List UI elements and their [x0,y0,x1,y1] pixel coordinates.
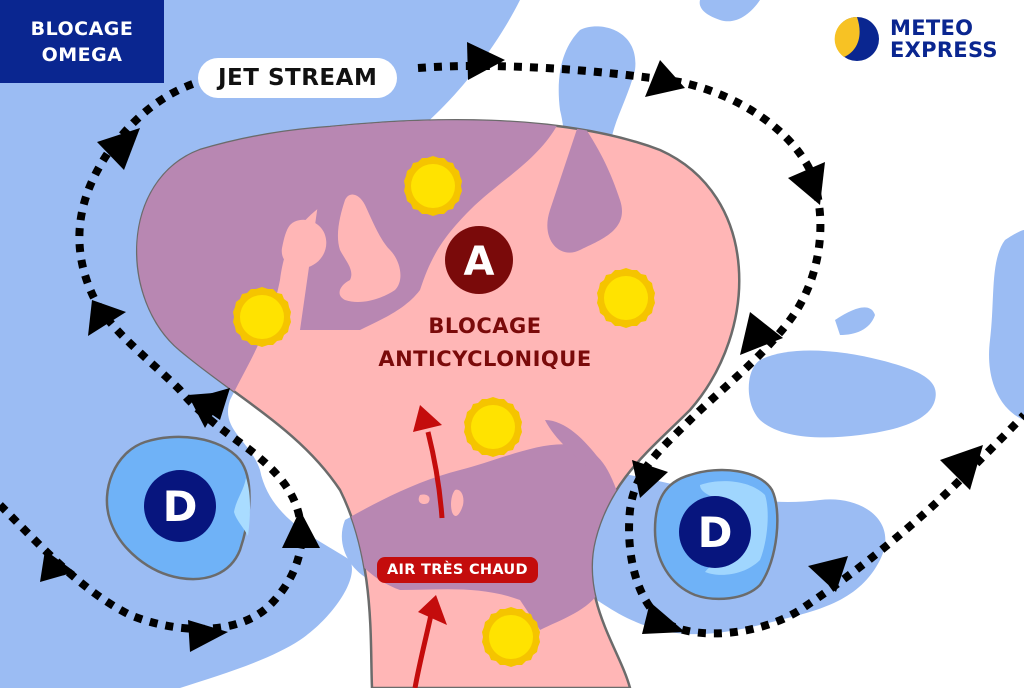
anticyclone-label-line-2: ANTICYCLONIQUE [378,347,592,371]
arrow-icon [88,300,126,336]
map-title: BLOCAGE OMEGA [0,0,164,83]
arrow-icon [188,392,226,428]
low-badge-east [679,496,751,568]
sun-icon [482,607,540,667]
sun-icon [464,397,522,457]
moon-sun-logo-icon [834,16,879,61]
aegean-islands [700,481,768,575]
arrow-icon [788,162,825,205]
caspian-sea [989,230,1024,420]
jet-stream-path-top [417,61,1024,638]
anticyclone-label: BLOCAGE ANTICYCLONIQUE [300,310,670,376]
jet-stream-arrows [40,42,983,652]
arrow-icon [467,42,505,80]
brand-name: METEO EXPRESS [890,17,998,61]
title-line-1: BLOCAGE [30,17,134,40]
title-line-2: OMEGA [41,43,123,66]
land-in-high [281,194,464,516]
hot-air-arrowhead-upper [413,405,442,432]
arrow-icon [40,550,75,582]
low-symbol-east: D [698,508,733,557]
arrow-icon [188,620,228,652]
arrow-icon [645,60,685,97]
anticyclone-label-line-1: BLOCAGE [428,314,542,338]
brand-line-2: EXPRESS [890,38,998,62]
arrow-icon [282,510,320,548]
arrow-icon [808,556,848,592]
arrow-icon [632,460,668,498]
low-symbol-west: D [163,482,198,531]
arrow-icon [940,445,983,490]
high-badge [445,226,513,294]
brand-line-1: METEO [890,16,974,40]
arrow-icon [97,128,140,170]
arrow-icon [740,312,783,355]
sun-icon [233,287,291,347]
sun-icon [404,156,462,216]
white-sea [699,0,760,22]
hot-air-label: AIR TRÈS CHAUD [377,557,538,583]
sun-icon [597,268,655,328]
high-symbol: A [464,239,495,285]
arrow-icon [642,602,685,634]
iberia-coast-in-low [234,478,250,536]
jet-stream-path [0,76,306,633]
jet-stream-label: JET STREAM [198,58,398,98]
hot-air-arrowhead-lower [418,595,447,625]
black-sea [748,350,936,438]
low-badge-west [144,470,216,542]
brand-logo: METEO EXPRESS [834,16,998,62]
hot-air-arrow-upper [425,431,445,519]
azov-sea [835,307,875,335]
